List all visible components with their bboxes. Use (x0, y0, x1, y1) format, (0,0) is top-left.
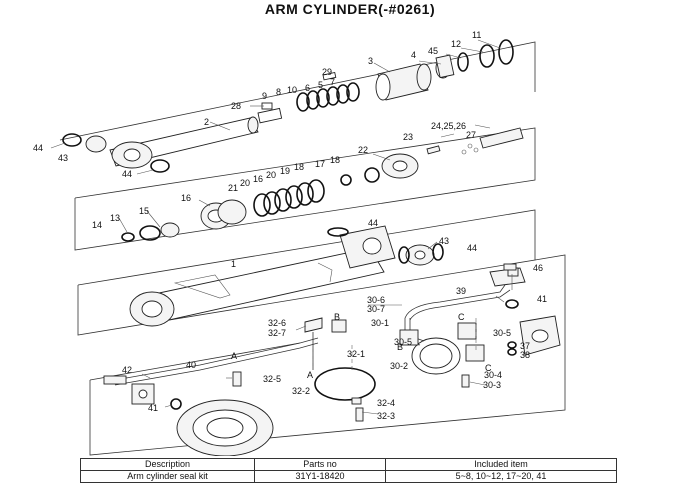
callout-2: 2 (204, 117, 209, 127)
callout-30-1: 30-1 (371, 318, 389, 328)
callout-6: 6 (305, 83, 310, 93)
callout-21: 21 (228, 183, 238, 193)
callout-30-7: 30-7 (367, 304, 385, 314)
callout-24-25-26: 24,25,26 (431, 121, 466, 131)
callout-32-2: 32-2 (292, 386, 310, 396)
callout-29: 29 (322, 67, 332, 77)
callout-46: 46 (533, 263, 543, 273)
callout-23: 23 (403, 132, 413, 142)
table-row: Arm cylinder seal kit 31Y1-18420 5~8, 10… (80, 470, 617, 483)
callout-18: 18 (330, 155, 340, 165)
callout-44-a: 44 (33, 143, 43, 153)
callout-41-a: 41 (537, 294, 547, 304)
callout-18-b: 18 (294, 162, 304, 172)
exploded-parts-diagram: 11 12 45 4 3 29 9 8 10 6 5 7 28 2 44 43 … (33, 30, 566, 456)
cylinder-tube (129, 225, 444, 327)
callout-20: 20 (240, 178, 250, 188)
callout-32-5: 32-5 (263, 374, 281, 384)
callout-27: 27 (466, 130, 476, 140)
callout-16: 16 (253, 174, 263, 184)
callout-16-b: 16 (181, 193, 191, 203)
callout-b-1: B (334, 312, 340, 322)
callout-32-1: 32-1 (347, 349, 365, 359)
callout-1: 1 (231, 259, 236, 269)
callout-8: 8 (276, 87, 281, 97)
callout-11: 11 (472, 30, 481, 40)
callout-44-d: 44 (467, 243, 477, 253)
callout-40: 40 (186, 360, 196, 370)
callout-32-6: 32-6 (268, 318, 286, 328)
callout-30-4: 30-4 (484, 370, 502, 380)
callout-32-3: 32-3 (377, 411, 395, 421)
callout-39: 39 (456, 286, 466, 296)
callout-a-1: A (231, 351, 237, 361)
callout-7: 7 (330, 77, 335, 87)
callout-22: 22 (358, 145, 368, 155)
callout-30-6: 30-6 (367, 295, 385, 305)
callout-17: 17 (315, 159, 325, 169)
callout-3: 3 (368, 56, 373, 66)
callout-c-2: C (485, 363, 492, 373)
header-parts-no: Parts no (254, 458, 386, 471)
header-included-item: Included item (385, 458, 617, 471)
callout-b-2: B (397, 342, 403, 352)
callout-44-c: 44 (368, 218, 378, 228)
callout-labels: 11 12 45 4 3 29 9 8 10 6 5 7 28 2 44 43 … (33, 30, 547, 421)
seal-kit-table: Description Parts no Included item Arm c… (80, 458, 617, 483)
callout-c-1: C (458, 312, 465, 322)
callout-20-b: 20 (266, 170, 276, 180)
callout-44-b: 44 (122, 169, 132, 179)
callout-13: 13 (110, 213, 120, 223)
cell-parts-no: 31Y1-18420 (254, 470, 386, 483)
callout-43-a: 43 (58, 153, 68, 163)
callout-19: 19 (280, 166, 290, 176)
callout-4: 4 (411, 50, 416, 60)
cell-description: Arm cylinder seal kit (80, 470, 255, 483)
callout-15: 15 (139, 206, 149, 216)
rod-assembly (62, 39, 514, 173)
callout-43-b: 43 (439, 236, 449, 246)
callout-5: 5 (318, 80, 323, 90)
seal-kit-header-row: Description Parts no Included item (80, 458, 617, 471)
callout-12: 12 (451, 39, 461, 49)
callout-14: 14 (92, 220, 102, 230)
callout-10: 10 (287, 85, 297, 95)
callout-30-2: 30-2 (390, 361, 408, 371)
callout-30-5-b: 30-5 (394, 337, 412, 347)
callout-32-4: 32-4 (377, 398, 395, 408)
callout-37: 37 (520, 341, 530, 351)
callout-38: 38 (520, 350, 530, 360)
diagram-title: ARM CYLINDER(-#0261) (264, 1, 436, 17)
leader-lines (50, 39, 513, 415)
callout-28: 28 (231, 101, 241, 111)
callout-32-7: 32-7 (268, 328, 286, 338)
callout-41-b: 41 (148, 403, 158, 413)
piston-assembly (121, 127, 524, 242)
callout-45: 45 (428, 46, 438, 56)
callout-a-2: A (307, 370, 313, 380)
header-description: Description (80, 458, 255, 471)
cell-included-item: 5~8, 10~12, 17~20, 41 (385, 470, 617, 483)
piping-assembly (103, 263, 561, 456)
callout-42: 42 (122, 365, 132, 375)
callout-30-3: 30-3 (483, 380, 501, 390)
callout-30-5-a: 30-5 (493, 328, 511, 338)
callout-9: 9 (262, 91, 267, 101)
